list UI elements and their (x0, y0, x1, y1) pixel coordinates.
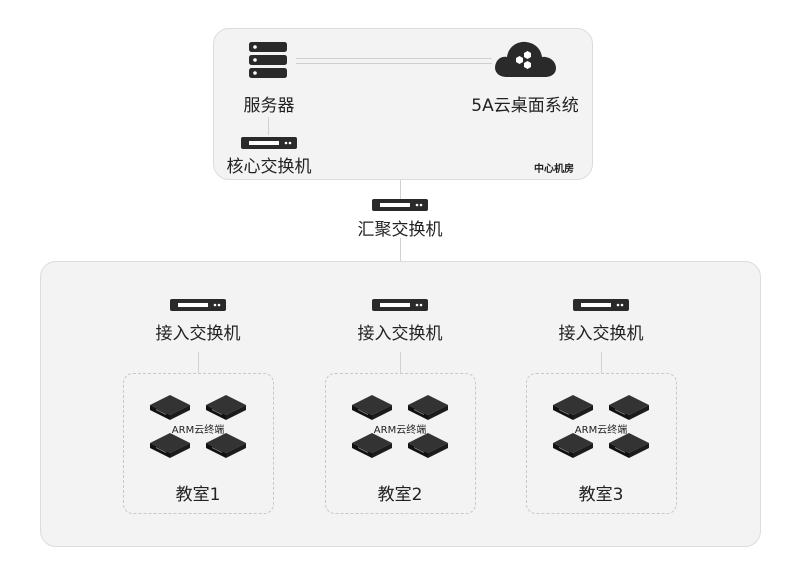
classroom-box (526, 373, 677, 514)
access-switch-icon (372, 299, 428, 311)
aggregation-switch-label: 汇聚交换机 (357, 220, 443, 240)
arm-terminal-icon (609, 395, 649, 420)
arm-terminal-icon (150, 433, 190, 458)
arm-terminal-icon (553, 433, 593, 458)
classroom-box (123, 373, 274, 514)
server-label: 服务器 (243, 96, 295, 116)
access-link (198, 352, 199, 373)
server-icon (249, 42, 287, 78)
server-cloud-link (296, 58, 492, 64)
arm-terminal-label: ARM云终端 (574, 425, 628, 436)
arm-terminal-icon (206, 433, 246, 458)
aggregation-switch-icon (372, 199, 428, 211)
access-switch-icon (170, 299, 226, 311)
access-switch-icon (573, 299, 629, 311)
arm-terminal-icon (206, 395, 246, 420)
access-link (601, 352, 602, 373)
access-switch-label: 接入交换机 (155, 324, 241, 344)
uplink-line (400, 178, 401, 200)
classroom-label: 教室1 (175, 485, 221, 505)
core-switch-label: 核心交换机 (226, 157, 312, 177)
access-switch-label: 接入交换机 (558, 324, 644, 344)
server-room-panel: 服务器 5A云桌面系统 核心交换机 中心机房 (213, 28, 593, 180)
access-link (400, 352, 401, 373)
access-switch-label: 接入交换机 (357, 324, 443, 344)
arm-terminal-icon (352, 433, 392, 458)
classroom-label: 教室3 (578, 485, 624, 505)
arm-terminal-icon (553, 395, 593, 420)
room-label: 中心机房 (534, 164, 574, 175)
cloud-desktop-label: 5A云桌面系统 (471, 96, 579, 116)
arm-terminal-label: ARM云终端 (171, 425, 225, 436)
arm-terminal-icon (150, 395, 190, 420)
arm-terminal-icon (609, 433, 649, 458)
arm-terminal-icon (352, 395, 392, 420)
classroom-box (325, 373, 476, 514)
arm-terminal-icon (408, 395, 448, 420)
arm-terminal-icon (408, 433, 448, 458)
core-switch-icon (241, 137, 297, 149)
server-core-link (268, 117, 269, 135)
cloud-icon (495, 41, 556, 77)
arm-terminal-label: ARM云终端 (373, 425, 427, 436)
classroom-label: 教室2 (377, 485, 423, 505)
downlink-line (400, 238, 401, 262)
